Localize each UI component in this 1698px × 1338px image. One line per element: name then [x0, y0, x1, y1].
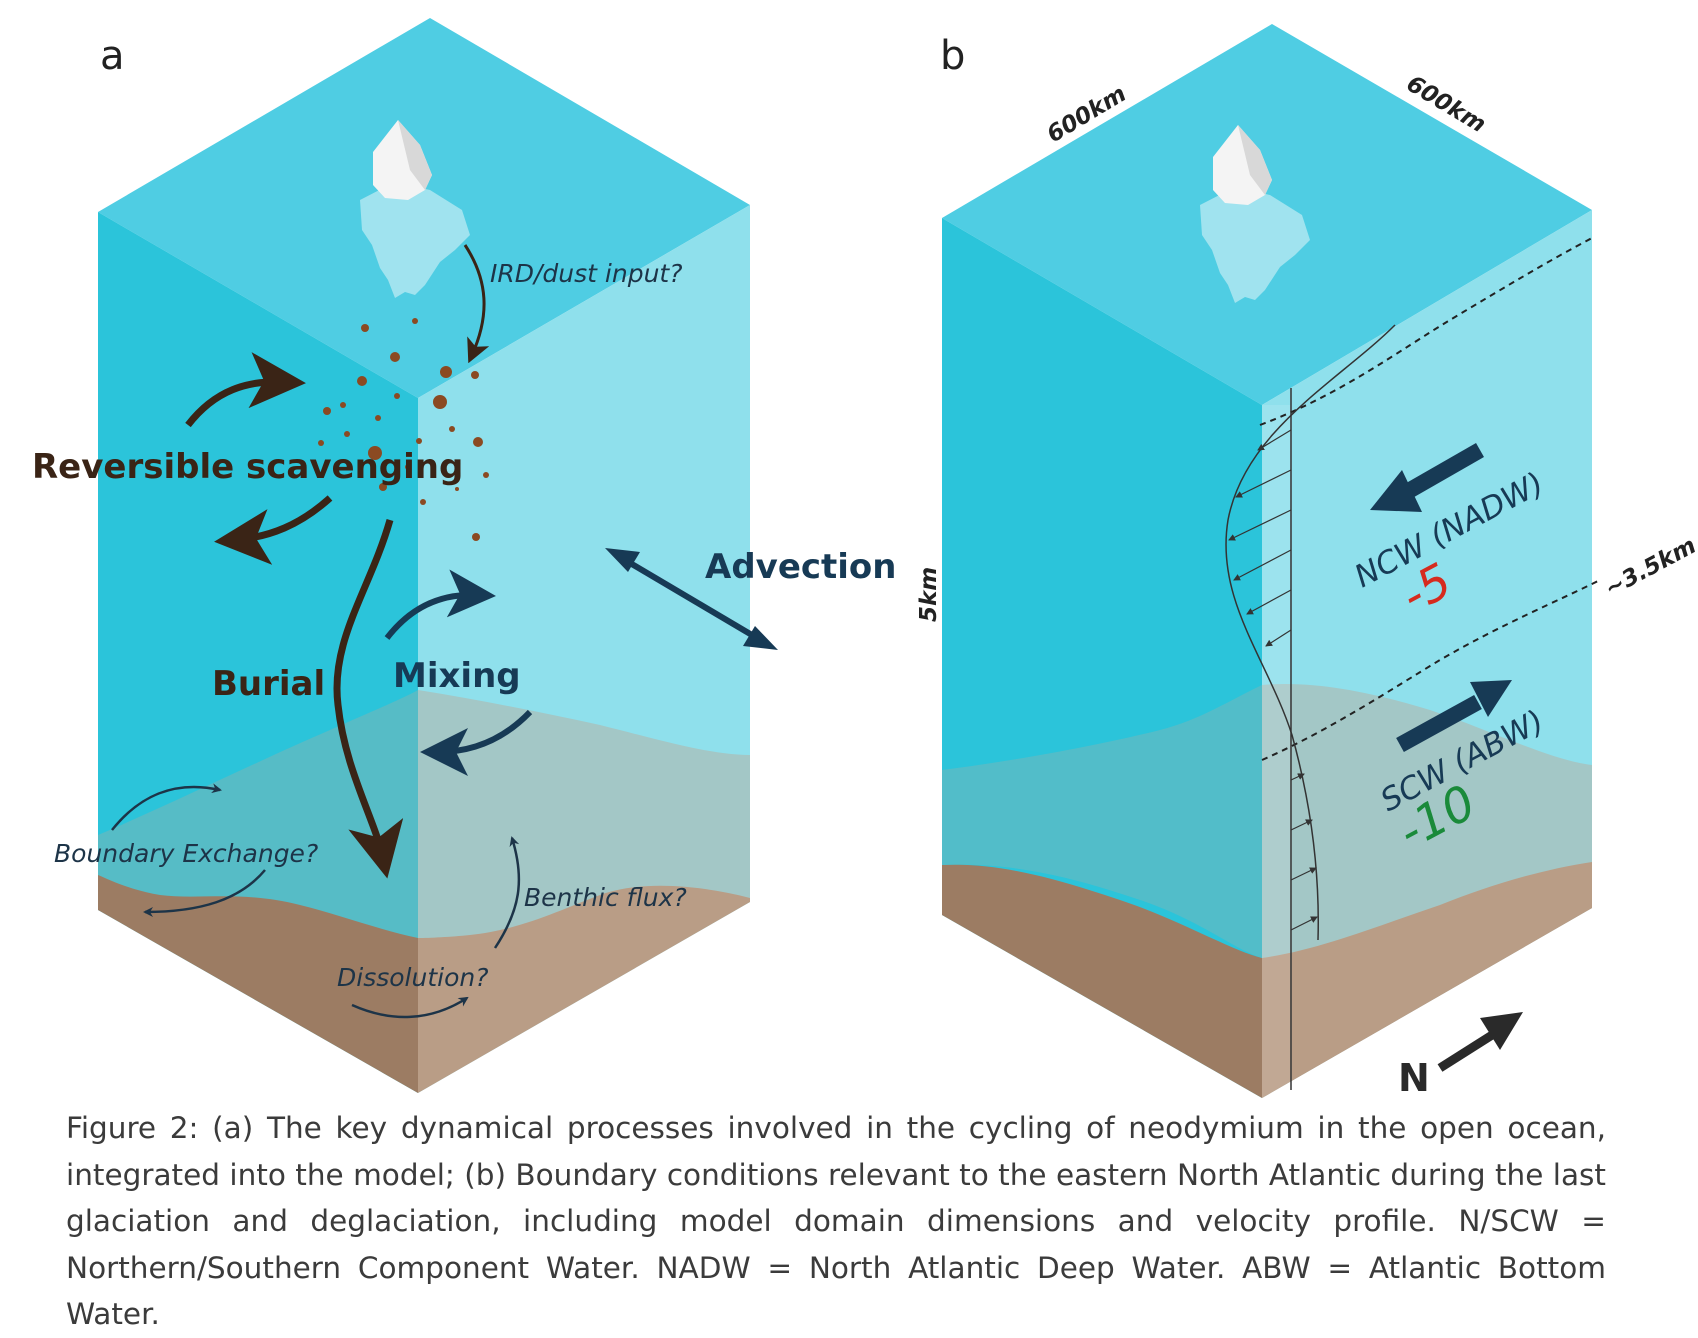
- scavenging-arrow-lower: [214, 495, 333, 565]
- scavenging-label: Reversible scavenging: [32, 447, 463, 487]
- north-label: N: [1398, 1056, 1430, 1100]
- mixing-label: Mixing: [393, 656, 521, 696]
- mixing-arrow-lower: [420, 709, 533, 776]
- ird-arrow: [463, 244, 490, 364]
- depth-label: 5km: [916, 567, 942, 622]
- ird-label: IRD/dust input?: [490, 259, 682, 288]
- bottom-water-left: [942, 685, 1262, 958]
- profile-strip: [1262, 405, 1292, 1098]
- panel-a: a IRD/dust input?: [32, 18, 897, 1093]
- interface-3-5km: [1261, 579, 1601, 761]
- scw-flow-arrow-body: [1396, 694, 1482, 753]
- boundary-exchange-arrow-upper: [111, 783, 222, 831]
- velocity-profile: [1225, 324, 1396, 1090]
- benthic-flux-label: Benthic flux?: [524, 883, 687, 912]
- scw-flow-arrow-head: [1470, 680, 1512, 717]
- ncw-flow-arrow-body: [1401, 443, 1484, 500]
- advection-arrow: [605, 548, 778, 650]
- ncw-flow-arrow-head: [1370, 470, 1422, 512]
- panel-b: b: [916, 24, 1698, 1100]
- dissolution-label: Dissolution?: [337, 963, 489, 992]
- north-arrow-icon: [1437, 1012, 1523, 1072]
- sediment-left: [942, 864, 1262, 1098]
- boundary-exchange-arrow-lower: [143, 869, 266, 917]
- particles: [318, 318, 489, 541]
- boundary-exchange-label: Boundary Exchange?: [54, 839, 318, 868]
- burial-arrow: [333, 519, 404, 879]
- interface-depth-label: ~3.5km: [1601, 533, 1698, 603]
- figure-caption: Figure 2: (a) The key dynamical processe…: [66, 1111, 1606, 1331]
- upper-interface: [1259, 237, 1593, 426]
- bottom-water-right: [418, 690, 750, 938]
- iceberg-icon: [360, 120, 470, 298]
- panel-a-letter: a: [100, 33, 125, 79]
- panel-b-letter: b: [940, 33, 965, 79]
- bottom-water-right: [1262, 684, 1592, 958]
- bottom-water-left: [98, 690, 418, 938]
- burial-label: Burial: [212, 664, 325, 704]
- dissolution-arrow: [351, 996, 469, 1019]
- advection-label: Advection: [705, 547, 897, 587]
- benthic-flux-arrow: [493, 836, 521, 949]
- iceberg-icon: [1200, 125, 1310, 303]
- scavenging-arrow-upper: [185, 352, 306, 428]
- mixing-arrow-upper: [384, 569, 496, 640]
- figure-2-diagram: a IRD/dust input?: [32, 18, 1698, 1100]
